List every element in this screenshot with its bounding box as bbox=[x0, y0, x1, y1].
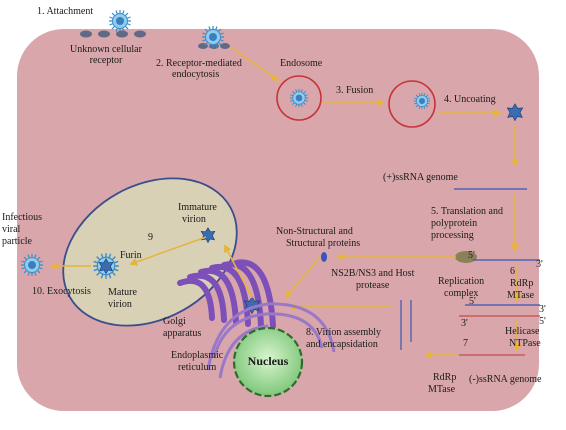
infectious-particle-icon bbox=[20, 253, 44, 277]
label-replication-1: Replication bbox=[438, 276, 485, 287]
step-uncoating: 4. Uncoating bbox=[444, 94, 496, 105]
step-translation-3: processing bbox=[431, 230, 474, 241]
label-mature-1: Mature bbox=[108, 287, 137, 298]
label-er-2: reticulum bbox=[178, 362, 217, 373]
to-assembly-arrow bbox=[284, 257, 320, 299]
label-rdrp-bottom-2: MTase bbox=[428, 384, 456, 395]
fusion-virus-icon bbox=[413, 92, 431, 110]
label-replication-2: complex bbox=[444, 288, 479, 299]
strand-b-3: 3' bbox=[539, 304, 546, 315]
endosome-virus-icon bbox=[289, 88, 309, 108]
mature-virion-icon bbox=[92, 252, 120, 280]
label-nucleus: Nucleus bbox=[247, 354, 289, 368]
nucleus bbox=[232, 326, 304, 398]
maturation-arrow bbox=[129, 236, 207, 266]
label-infectious-1: Infectious bbox=[2, 212, 42, 223]
step-assembly-1: 8. Virion assembly bbox=[306, 327, 382, 338]
to-golgi-arrow bbox=[224, 244, 253, 299]
label-infectious-2: viral bbox=[2, 224, 21, 235]
step-endocytosis-1: 2. Receptor-mediated bbox=[156, 58, 242, 69]
label-minus-ssrna: (-)ssRNA genome bbox=[469, 374, 542, 385]
step-exocytosis: 10. Exocytosis bbox=[32, 286, 91, 297]
step-fusion: 3. Fusion bbox=[336, 85, 374, 96]
endocytosis-virus-complex bbox=[198, 25, 230, 49]
step-translation-1: 5. Translation and bbox=[431, 206, 503, 217]
label-receptor-2: receptor bbox=[89, 55, 123, 66]
label-receptor-1: Unknown cellular bbox=[70, 44, 142, 55]
polyprotein-blob bbox=[455, 251, 477, 263]
strand-a-5: 5' bbox=[468, 250, 475, 261]
label-ns2b-1: NS2B/NS3 and Host bbox=[331, 268, 415, 279]
golgi-apparatus bbox=[177, 259, 276, 329]
label-plus-ssrna: (+)ssRNA genome bbox=[383, 172, 458, 183]
label-nonstructural-2: Structural proteins bbox=[286, 238, 361, 249]
strand-c-3: 3' bbox=[461, 318, 468, 329]
label-immature-2: virion bbox=[182, 214, 206, 225]
step-replication: 6 bbox=[510, 266, 515, 277]
strand-c-5: 5' bbox=[539, 316, 546, 327]
step-assembly-2: and encapsidation bbox=[306, 339, 378, 350]
label-endosome: Endosome bbox=[280, 58, 323, 69]
label-rdrp-top-1: RdRp bbox=[510, 278, 534, 289]
step-furin-9: 9 bbox=[148, 232, 153, 243]
label-infectious-3: particle bbox=[2, 236, 32, 247]
step-endocytosis-2: endocytosis bbox=[172, 69, 220, 80]
label-helicase-2: NTPase bbox=[509, 338, 541, 349]
step-helicase: 7 bbox=[463, 338, 468, 349]
label-furin: Furin bbox=[120, 250, 142, 261]
attaching-virus-icon bbox=[108, 9, 132, 33]
label-immature-1: Immature bbox=[178, 202, 217, 213]
endocytosis-arrow bbox=[231, 47, 280, 82]
label-golgi-1: Golgi bbox=[163, 316, 186, 327]
label-rdrp-bottom-1: RdRp bbox=[433, 372, 457, 383]
step-attachment: 1. Attachment bbox=[37, 6, 94, 17]
strand-b-5: 5' bbox=[469, 296, 476, 307]
fusion-vesicle bbox=[388, 80, 436, 128]
label-er-1: Endoplasmic bbox=[171, 350, 224, 361]
step-translation-2: polyprotein bbox=[431, 218, 478, 229]
strand-a-3: 3' bbox=[536, 259, 543, 270]
ns-protein-icon bbox=[321, 252, 327, 262]
endoplasmic-reticulum bbox=[206, 302, 336, 379]
label-mature-2: virion bbox=[108, 299, 132, 310]
label-rdrp-top-2: MTase bbox=[507, 290, 535, 301]
label-nonstructural-1: Non-Structural and bbox=[276, 226, 353, 237]
label-golgi-2: apparatus bbox=[163, 328, 202, 339]
label-helicase-1: Helicase bbox=[505, 326, 540, 337]
cellular-receptor bbox=[80, 30, 146, 38]
golgi-vesicle-oval bbox=[62, 177, 238, 327]
label-ns2b-2: protease bbox=[356, 280, 390, 291]
